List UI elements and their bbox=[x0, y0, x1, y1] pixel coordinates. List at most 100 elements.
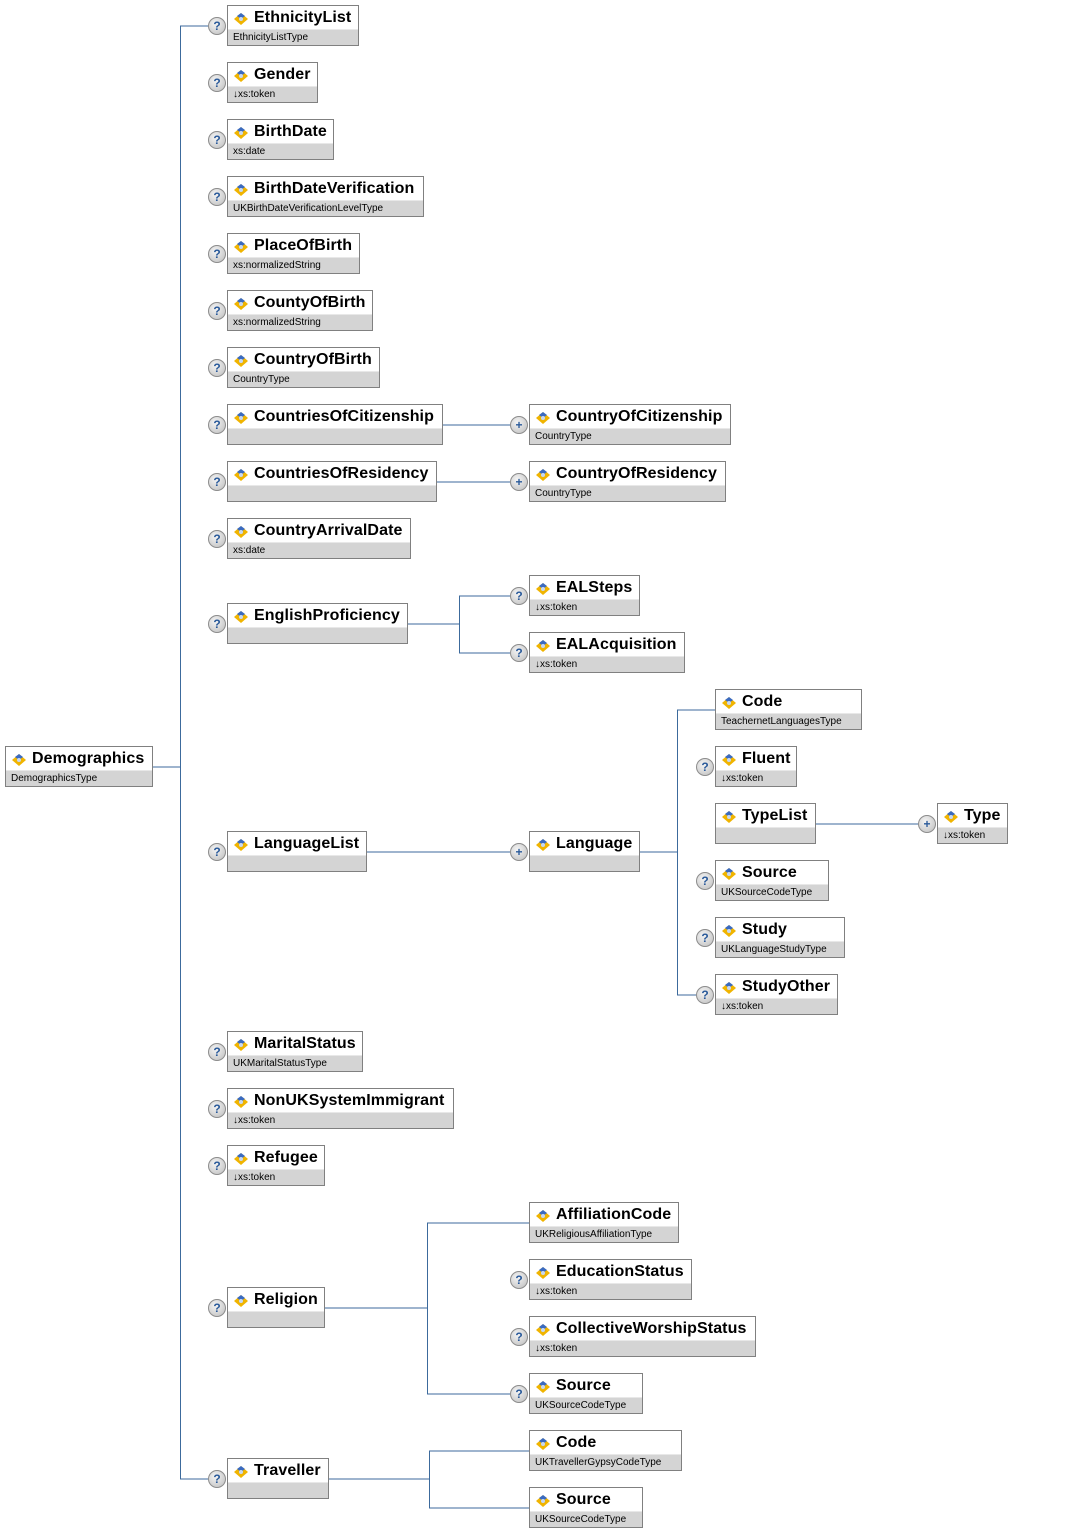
optional-icon: ? bbox=[208, 1299, 226, 1317]
node-name: Type bbox=[964, 806, 1001, 824]
element-icon bbox=[234, 1038, 248, 1051]
element-icon bbox=[234, 525, 248, 538]
optional-icon: ? bbox=[208, 1100, 226, 1118]
element-icon bbox=[12, 753, 26, 766]
node-type: EthnicityListType bbox=[233, 32, 309, 43]
root-node-demographics[interactable]: Demographics DemographicsType bbox=[5, 746, 153, 787]
node-languagelist[interactable]: LanguageList bbox=[227, 831, 367, 872]
optional-icon: ? bbox=[510, 1271, 528, 1289]
node-type bbox=[716, 828, 815, 843]
node-type: ↓xs:token bbox=[535, 1286, 578, 1297]
element-icon bbox=[536, 411, 550, 424]
node-name: PlaceOfBirth bbox=[254, 236, 353, 254]
repeat-icon: + bbox=[510, 473, 528, 491]
element-icon bbox=[234, 1152, 248, 1165]
element-icon bbox=[536, 582, 550, 595]
node-name: Refugee bbox=[254, 1148, 318, 1166]
element-icon bbox=[234, 297, 248, 310]
node-name: CountriesOfCitizenship bbox=[254, 407, 434, 425]
node-ealacquisition[interactable]: EALAcquisition ↓xs:token bbox=[529, 632, 685, 673]
element-icon bbox=[234, 183, 248, 196]
node-type: DemographicsType bbox=[11, 773, 98, 784]
optional-icon: ? bbox=[208, 74, 226, 92]
node-gender[interactable]: Gender↓xs:token bbox=[227, 62, 318, 103]
node-englishproficiency[interactable]: EnglishProficiency bbox=[227, 603, 408, 644]
node-name: Study bbox=[742, 920, 787, 938]
element-icon bbox=[234, 468, 248, 481]
node-name: EthnicityList bbox=[254, 8, 352, 26]
optional-icon: ? bbox=[696, 758, 714, 776]
element-icon bbox=[536, 1266, 550, 1279]
node-language[interactable]: Language bbox=[529, 831, 640, 872]
node-type: xs:normalizedString bbox=[233, 260, 321, 271]
element-icon bbox=[722, 924, 736, 937]
node-name: CountryArrivalDate bbox=[254, 521, 403, 539]
element-icon bbox=[234, 1465, 248, 1478]
node-name: AffiliationCode bbox=[556, 1205, 672, 1223]
node-type: UKReligiousAffiliationType bbox=[535, 1229, 653, 1240]
node-nonuksystemimmigrant[interactable]: NonUKSystemImmigrant↓xs:token bbox=[227, 1088, 454, 1129]
element-icon bbox=[536, 1380, 550, 1393]
node-type: ↓xs:token bbox=[721, 1001, 764, 1012]
node-name: LanguageList bbox=[254, 834, 360, 852]
node-placeofbirth[interactable]: PlaceOfBirth xs:normalizedString bbox=[227, 233, 360, 274]
node-lang-typelist[interactable]: TypeList bbox=[715, 803, 816, 844]
node-countriesofcitizenship[interactable]: CountriesOfCitizenship bbox=[227, 404, 443, 445]
optional-icon: ? bbox=[208, 1043, 226, 1061]
node-lang-fluent[interactable]: Fluent↓xs:token bbox=[715, 746, 797, 787]
optional-icon: ? bbox=[208, 530, 226, 548]
node-refugee[interactable]: Refugee ↓xs:token bbox=[227, 1145, 325, 1186]
node-countriesofresidency[interactable]: CountriesOfResidency bbox=[227, 461, 437, 502]
node-name: CountyOfBirth bbox=[254, 293, 366, 311]
element-icon bbox=[536, 468, 550, 481]
node-type: ↓xs:token bbox=[535, 1343, 578, 1354]
optional-icon: ? bbox=[510, 644, 528, 662]
node-religion[interactable]: Religion bbox=[227, 1287, 325, 1328]
node-ealsteps[interactable]: EALSteps↓xs:token bbox=[529, 575, 640, 616]
repeat-icon: + bbox=[510, 416, 528, 434]
optional-icon: ? bbox=[208, 131, 226, 149]
optional-icon: ? bbox=[208, 416, 226, 434]
optional-icon: ? bbox=[696, 986, 714, 1004]
node-rel-collectiveworshipstatus[interactable]: CollectiveWorshipStatus↓xs:token bbox=[529, 1316, 756, 1357]
node-name: EnglishProficiency bbox=[254, 606, 400, 624]
node-type: UKSourceCodeType bbox=[535, 1400, 627, 1411]
optional-icon: ? bbox=[208, 1470, 226, 1488]
node-name: Source bbox=[742, 863, 797, 881]
node-name: CountriesOfResidency bbox=[254, 464, 429, 482]
node-lang-type[interactable]: Type↓xs:token bbox=[937, 803, 1008, 844]
optional-icon: ? bbox=[696, 929, 714, 947]
element-icon bbox=[234, 354, 248, 367]
node-type: ↓xs:token bbox=[233, 1172, 276, 1183]
node-name: EALSteps bbox=[556, 578, 633, 596]
repeat-icon: + bbox=[918, 815, 936, 833]
node-type: xs:date bbox=[233, 146, 266, 157]
repeat-icon: + bbox=[510, 843, 528, 861]
node-type: ↓xs:token bbox=[535, 659, 578, 670]
element-icon bbox=[234, 69, 248, 82]
optional-icon: ? bbox=[208, 17, 226, 35]
node-rel-educationstatus[interactable]: EducationStatus↓xs:token bbox=[529, 1259, 692, 1300]
node-traveller[interactable]: Traveller bbox=[227, 1458, 329, 1499]
node-name: NonUKSystemImmigrant bbox=[254, 1091, 445, 1109]
node-name: EALAcquisition bbox=[556, 635, 677, 653]
element-icon bbox=[536, 1437, 550, 1450]
node-lang-studyother[interactable]: StudyOther↓xs:token bbox=[715, 974, 838, 1015]
